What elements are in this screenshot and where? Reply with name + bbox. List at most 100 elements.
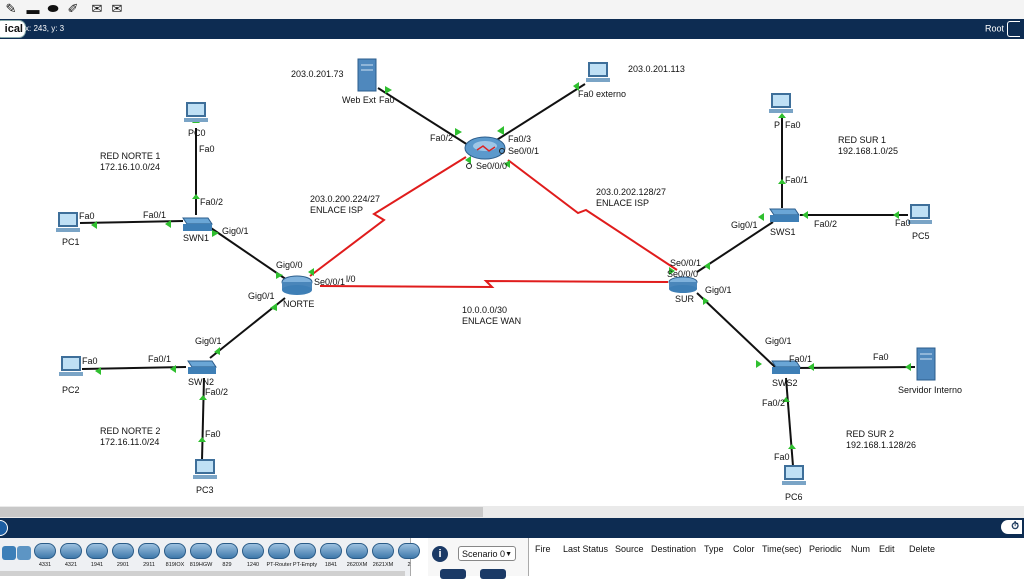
link-sws2-srv[interactable]	[794, 366, 916, 369]
device-pt-router[interactable]: PT-Router	[266, 540, 292, 570]
label-swn2-fa02: Fa0/2	[205, 387, 228, 397]
event-column-header[interactable]: Last Status	[563, 544, 609, 554]
device-label: 1841	[324, 562, 338, 568]
network-topology[interactable]: 203.0.201.73 Web Ext Fa0 203.0.201.113 F…	[0, 0, 1024, 505]
pc2-icon[interactable]	[59, 356, 83, 376]
link-sws2-pc6[interactable]	[785, 377, 794, 467]
pdu-event-list: Fire Last Status Source Destination Type Colo…	[528, 538, 1024, 576]
sur-router-icon[interactable]	[668, 276, 698, 293]
new-scenario-button[interactable]	[440, 569, 466, 579]
cursor-coordinates: x: 243, y: 3	[25, 24, 65, 33]
pc3-icon[interactable]	[193, 459, 217, 479]
logical-tab[interactable]: ical	[0, 20, 26, 38]
server-web-ext-icon[interactable]	[357, 58, 377, 92]
device-819hgw[interactable]: 819HGW	[189, 540, 213, 570]
label-swn2-fa01: Fa0/1	[148, 354, 171, 364]
scenario-select[interactable]: Scenario 0▼	[458, 546, 516, 561]
link-webext-isp[interactable]	[377, 87, 469, 146]
event-column-header[interactable]: Periodic	[809, 544, 842, 554]
delete-scenario-button[interactable]	[480, 569, 506, 579]
router-icon	[34, 543, 56, 559]
link-isp-sur-serial[interactable]	[507, 159, 678, 271]
link-pc2-swn2[interactable]	[81, 366, 187, 370]
clock-icons[interactable]	[466, 148, 505, 169]
network-devices-category-icon[interactable]	[2, 546, 16, 560]
device-1841[interactable]: 1841	[319, 540, 343, 570]
label-sws2-gig01: Gig0/1	[765, 336, 792, 346]
swn1-switch-icon[interactable]	[182, 217, 213, 231]
routers-category-icon[interactable]	[17, 546, 31, 560]
sws1-switch-icon[interactable]	[769, 208, 800, 222]
ellipse-icon[interactable]: ⬬	[47, 1, 59, 16]
label-pc4-fa0: Fa0	[785, 120, 801, 130]
device-label: 1240	[246, 562, 260, 568]
event-column-header[interactable]: Edit	[879, 544, 895, 554]
logical-workspace[interactable]	[0, 39, 1024, 505]
link-pc1-swn1[interactable]	[79, 220, 184, 224]
link-norte-isp-serial[interactable]	[309, 156, 467, 277]
realtime-mode-button[interactable]: ⏱	[1001, 520, 1022, 534]
pc0-icon[interactable]	[184, 102, 208, 122]
link-externo-isp[interactable]	[491, 83, 586, 144]
device-1941[interactable]: 1941	[85, 540, 109, 570]
info-icon[interactable]: i	[432, 546, 448, 562]
link-swn2-pc3[interactable]	[201, 377, 205, 461]
pc4-icon[interactable]	[769, 93, 793, 113]
label-pc5-fa0: Fa0	[895, 218, 911, 228]
label-norte-gig01: Gig0/1	[248, 291, 275, 301]
link-norte-sur-serial[interactable]	[319, 279, 669, 289]
pc1-icon[interactable]	[56, 212, 80, 232]
pc5-icon[interactable]	[908, 204, 932, 224]
event-column-header[interactable]: Delete	[909, 544, 936, 554]
isp-cloud-router-icon[interactable]	[464, 136, 506, 160]
label-webext-ip: 203.0.201.73	[291, 69, 344, 79]
device-2911[interactable]: 2911	[137, 540, 161, 570]
device-829[interactable]: 829	[215, 540, 239, 570]
label-isp-fa03: Fa0/3	[508, 134, 531, 144]
device-4321[interactable]: 4321	[59, 540, 83, 570]
label-norte-gig00: Gig0/0	[276, 260, 303, 270]
norte-router-icon[interactable]	[281, 275, 313, 295]
freeform-icon[interactable]: ✐	[67, 1, 79, 16]
event-column-header[interactable]: Fire	[535, 544, 551, 554]
rectangle-icon[interactable]: ▬	[26, 1, 40, 17]
pencil-icon[interactable]: ✎	[5, 1, 17, 16]
label-red-norte1-name: RED NORTE 1	[100, 151, 160, 161]
device-label: PT-Empty	[292, 562, 318, 568]
time-control-button[interactable]	[0, 520, 8, 536]
event-column-header[interactable]: Destination	[651, 544, 697, 554]
sws2-switch-icon[interactable]	[771, 360, 801, 374]
link-sur-sws2[interactable]	[696, 292, 776, 368]
servidor-interno-icon[interactable]	[916, 347, 936, 381]
event-column-header[interactable]: Num	[851, 544, 871, 554]
device-2620xm[interactable]: 2620XM	[345, 540, 369, 570]
device-2621xm[interactable]: 2621XM	[371, 540, 395, 570]
device-4331[interactable]: 4331	[33, 540, 57, 570]
device-819iox[interactable]: 819IOX	[163, 540, 187, 570]
device-2[interactable]: 2	[397, 540, 421, 570]
label-sws1-fa01: Fa0/1	[785, 175, 808, 185]
open-mail-icon[interactable]: ✉	[111, 1, 123, 16]
root-button[interactable]: Root	[985, 21, 1020, 37]
device-label: 2901	[116, 562, 130, 568]
label-swn2-gig01: Gig0/1	[195, 336, 222, 346]
pc6-icon[interactable]	[782, 465, 806, 485]
event-column-header[interactable]: Time(sec)	[762, 544, 802, 554]
workspace-horizontal-scrollbar[interactable]	[0, 506, 1024, 518]
label-red-sur1-name: RED SUR 1	[838, 135, 886, 145]
event-column-header[interactable]: Color	[733, 544, 755, 554]
event-column-header[interactable]: Source	[615, 544, 644, 554]
device-1240[interactable]: 1240	[241, 540, 265, 570]
scrollbar-thumb[interactable]	[0, 507, 483, 517]
pc-externo-icon[interactable]	[586, 62, 610, 82]
label-swn1-fa02: Fa0/2	[200, 197, 223, 207]
device-pt-empty[interactable]: PT-Empty	[293, 540, 317, 570]
device-2901[interactable]: 2901	[111, 540, 135, 570]
router-icon	[190, 543, 212, 559]
label-sur-gig01: Gig0/1	[705, 285, 732, 295]
swn2-switch-icon[interactable]	[187, 360, 217, 374]
label-red-sur2-name: RED SUR 2	[846, 429, 894, 439]
palette-scrollbar[interactable]	[0, 571, 405, 576]
mail-icon[interactable]: ✉	[91, 1, 103, 16]
event-column-header[interactable]: Type	[704, 544, 724, 554]
